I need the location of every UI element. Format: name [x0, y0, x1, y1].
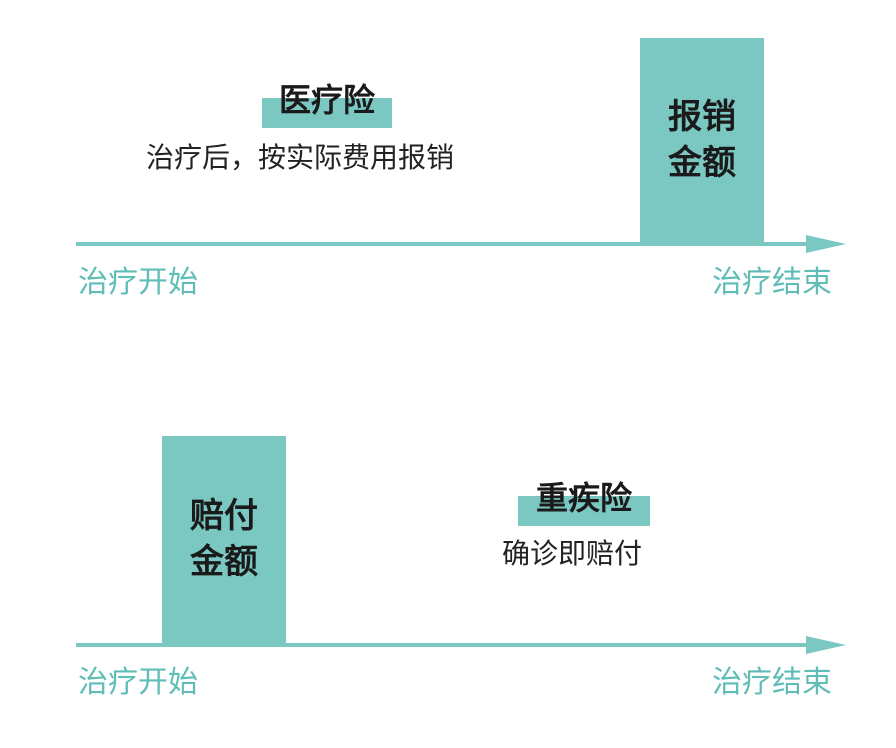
reimbursement-amount-line1: 报销	[668, 97, 736, 138]
timeline-arrow-icon	[806, 636, 846, 654]
critical-illness-title-text: 重疾险	[535, 479, 632, 517]
medical-insurance-description: 治疗后，按实际费用报销	[146, 141, 455, 174]
reimbursement-amount-line2: 金额	[668, 143, 736, 183]
payout-amount-line1: 赔付	[190, 496, 258, 537]
treatment-start-label: 治疗开始	[78, 665, 198, 700]
medical-insurance-title-text: 医疗险	[278, 81, 375, 119]
reimbursement-amount-box: 报销 金额	[640, 38, 764, 244]
treatment-start-label: 治疗开始	[78, 265, 198, 300]
payout-amount-line2: 金额	[190, 542, 258, 582]
medical-insurance-panel: 医疗险 治疗后，按实际费用报销 报销 金额 治疗开始 治疗结束	[0, 0, 896, 320]
timeline-line	[76, 643, 810, 647]
treatment-end-label: 治疗结束	[712, 265, 832, 300]
timeline-arrow-icon	[806, 235, 846, 253]
critical-illness-title: 重疾险	[518, 480, 650, 526]
timeline-line	[76, 242, 810, 246]
critical-illness-description: 确诊即赔付	[502, 537, 643, 570]
treatment-end-label: 治疗结束	[712, 665, 832, 700]
medical-insurance-title: 医疗险	[262, 82, 392, 128]
critical-illness-panel: 赔付 金额 重疾险 确诊即赔付 治疗开始 治疗结束	[0, 400, 896, 748]
payout-amount-box: 赔付 金额	[162, 436, 286, 644]
